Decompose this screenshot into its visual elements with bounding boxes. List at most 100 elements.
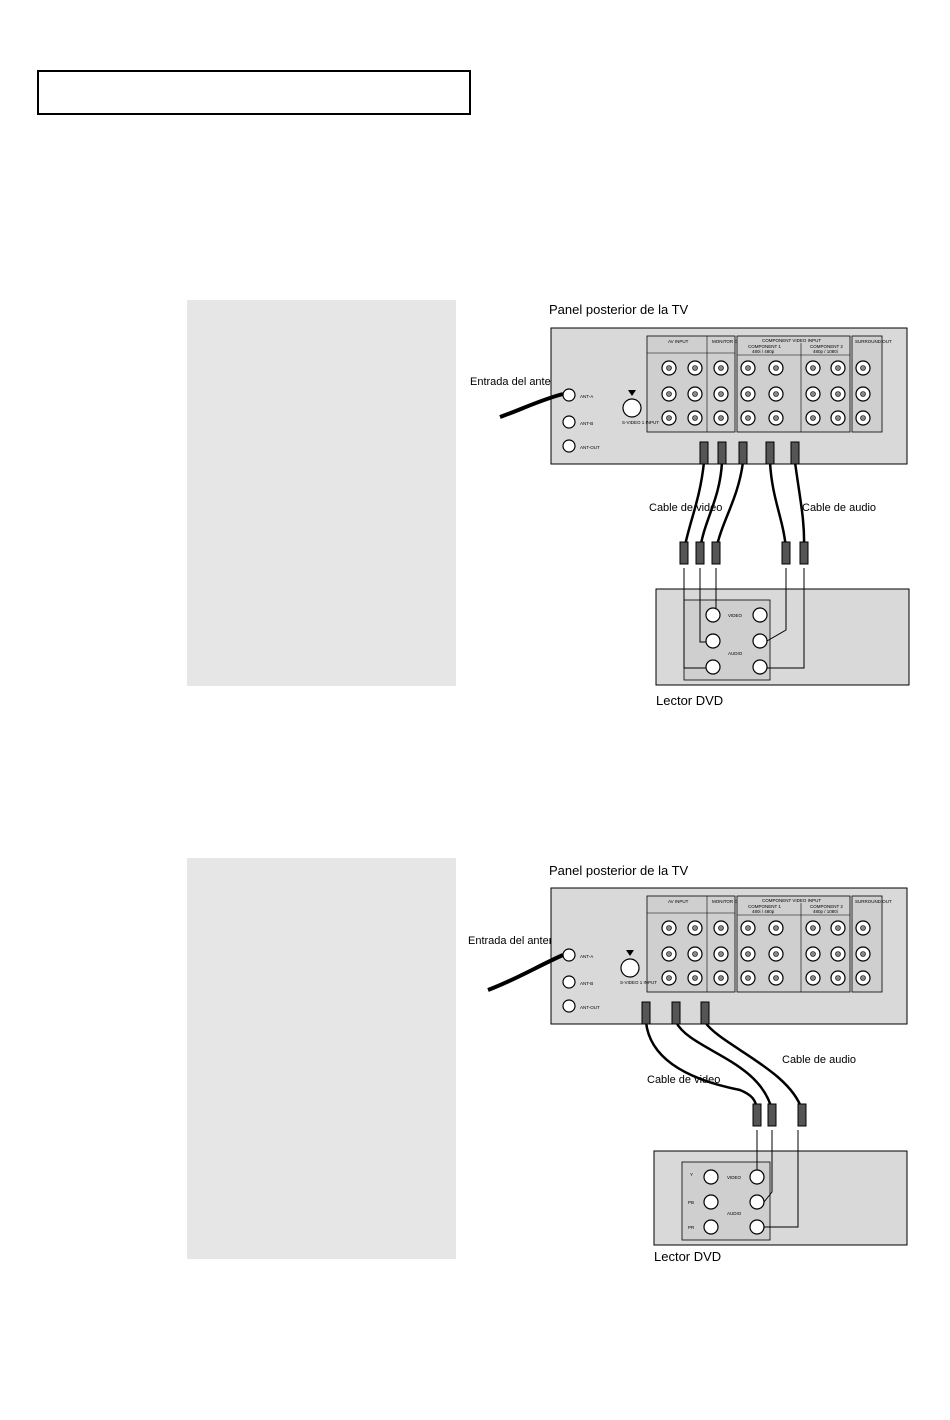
- dvd-pb-text: PB: [688, 1200, 694, 1205]
- ant-b-jack: [562, 975, 576, 989]
- video-cables: [644, 1021, 759, 1111]
- ant-out-jack: [562, 999, 576, 1013]
- dvd-y-jack: [705, 607, 721, 623]
- dvd-pr-jack: [703, 1219, 719, 1235]
- av-jack-0-1-center: [666, 951, 672, 957]
- surround-jack-0-center: [860, 365, 866, 371]
- instruction-panel-1: [187, 300, 456, 686]
- component1-jack-1-2-center: [773, 975, 779, 981]
- ant-b-text: ANT-B: [580, 421, 593, 426]
- dvd-wires: [756, 1130, 799, 1228]
- svideo-jack: [620, 958, 640, 978]
- dvd-player-label: Lector DVD: [656, 693, 724, 708]
- video-cable-label: Cable de video: [647, 1074, 721, 1086]
- monitor-out-text: MONITOR OUT: [712, 339, 744, 344]
- component2-jack-0-0-center: [810, 925, 816, 931]
- dvd-video-text: VIDEO: [728, 613, 743, 618]
- component-1-text: COMPONENT 1: [748, 344, 781, 349]
- audio-cable-label: Cable de audio: [802, 502, 877, 514]
- av-jack-0-0-center: [666, 365, 672, 371]
- surround-jack-1-center: [860, 391, 866, 397]
- av-jack-2-0-center: [718, 925, 724, 931]
- dvd-audio-r-jack: [752, 659, 768, 675]
- dvd-y-text: Y: [690, 1172, 693, 1177]
- av-jack-0-2-center: [666, 415, 672, 421]
- component2-jack-0-2-center: [810, 415, 816, 421]
- av-jack-1-0-center: [692, 925, 698, 931]
- av-input-text: AV INPUT: [668, 339, 689, 344]
- section-title-box: [37, 70, 471, 115]
- component1-jack-0-1-center: [745, 951, 751, 957]
- av-jack-0-0-center: [666, 925, 672, 931]
- component2-jack-1-2-center: [835, 975, 841, 981]
- svideo-arrow-icon: [626, 950, 634, 956]
- dvd-pb-jack: [705, 633, 721, 649]
- component2-jack-1-0-center: [835, 365, 841, 371]
- component1-jack-0-2-center: [745, 415, 751, 421]
- component2-jack-0-0-center: [810, 365, 816, 371]
- dvd-video-jack: [749, 1169, 765, 1185]
- surround-jack-2-center: [860, 975, 866, 981]
- svideo-text: S-VIDEO 1 INPUT: [620, 980, 657, 985]
- instruction-panel-2: [187, 858, 456, 1259]
- dvd-wires: [683, 568, 805, 669]
- dvd-audio-l-jack: [749, 1194, 765, 1210]
- svideo-jack: [622, 398, 642, 418]
- res-1-text: 480i / 480p: [752, 349, 775, 354]
- av-jack-2-0-center: [718, 365, 724, 371]
- av-jack-1-0-center: [692, 365, 698, 371]
- av-jack-1-2-center: [692, 975, 698, 981]
- component1-jack-0-2-center: [745, 975, 751, 981]
- av-input-text: AV INPUT: [668, 899, 689, 904]
- ant-out-text: ANT-OUT: [580, 1005, 600, 1010]
- component-1-text: COMPONENT 1: [748, 904, 781, 909]
- dvd-pb-jack: [703, 1194, 719, 1210]
- av-jack-2-1-center: [718, 391, 724, 397]
- tv-rear-panel: AV INPUT MONITOR OUT COMPONENT VIDEO INP…: [550, 887, 908, 1025]
- component1-jack-1-1-center: [773, 391, 779, 397]
- av-jack-0-2-center: [666, 975, 672, 981]
- tv-back-panel-label: Panel posterior de la TV: [549, 302, 689, 317]
- ant-b-jack: [562, 415, 576, 429]
- component1-jack-1-2-center: [773, 415, 779, 421]
- antenna-cable: [487, 953, 564, 992]
- dvd-player-label: Lector DVD: [654, 1249, 722, 1264]
- svideo-text: S-VIDEO 1 INPUT: [622, 420, 659, 425]
- component1-jack-0-1-center: [745, 391, 751, 397]
- ant-a-text: ANT-A: [580, 394, 593, 399]
- component2-jack-1-2-center: [835, 415, 841, 421]
- dvd-video-text: VIDEO: [727, 1175, 742, 1180]
- component1-jack-1-0-center: [773, 925, 779, 931]
- svideo-arrow-icon: [628, 390, 636, 396]
- ant-out-jack: [562, 439, 576, 453]
- surround-out-text: SURROUND OUT: [855, 899, 892, 904]
- av-jack-1-1-center: [692, 951, 698, 957]
- ant-out-text: ANT-OUT: [580, 445, 600, 450]
- component2-jack-1-1-center: [835, 391, 841, 397]
- component2-jack-0-1-center: [810, 391, 816, 397]
- audio-cables: [674, 1021, 804, 1111]
- surround-jack-0-center: [860, 925, 866, 931]
- res-2-text: 480p / 1080i: [813, 349, 838, 354]
- ant-a-text: ANT-A: [580, 954, 593, 959]
- cable-plugs: [641, 1001, 807, 1127]
- ant-a-jack: [562, 948, 576, 962]
- component2-jack-1-1-center: [835, 951, 841, 957]
- dvd-video-jack: [752, 607, 768, 623]
- dvd-audio-text: AUDIO: [728, 651, 743, 656]
- av-jack-1-2-center: [692, 415, 698, 421]
- component-input-text: COMPONENT VIDEO INPUT: [762, 338, 821, 343]
- tv-rear-panel: AV INPUT MONITOR OUT COMPONENT VIDEO INP…: [550, 327, 908, 465]
- surround-jack-2-center: [860, 415, 866, 421]
- ant-b-text: ANT-B: [580, 981, 593, 986]
- component2-jack-1-0-center: [835, 925, 841, 931]
- dvd-player-panel: VIDEO AUDIO: [655, 568, 910, 686]
- audio-cables: [768, 461, 806, 551]
- dvd-audio-r-jack: [749, 1219, 765, 1235]
- av-jack-2-2-center: [718, 975, 724, 981]
- component1-jack-1-1-center: [773, 951, 779, 957]
- monitor-out-text: MONITOR OUT: [712, 899, 744, 904]
- dvd-y-jack: [703, 1169, 719, 1185]
- video-cable-label: Cable de video: [649, 502, 723, 514]
